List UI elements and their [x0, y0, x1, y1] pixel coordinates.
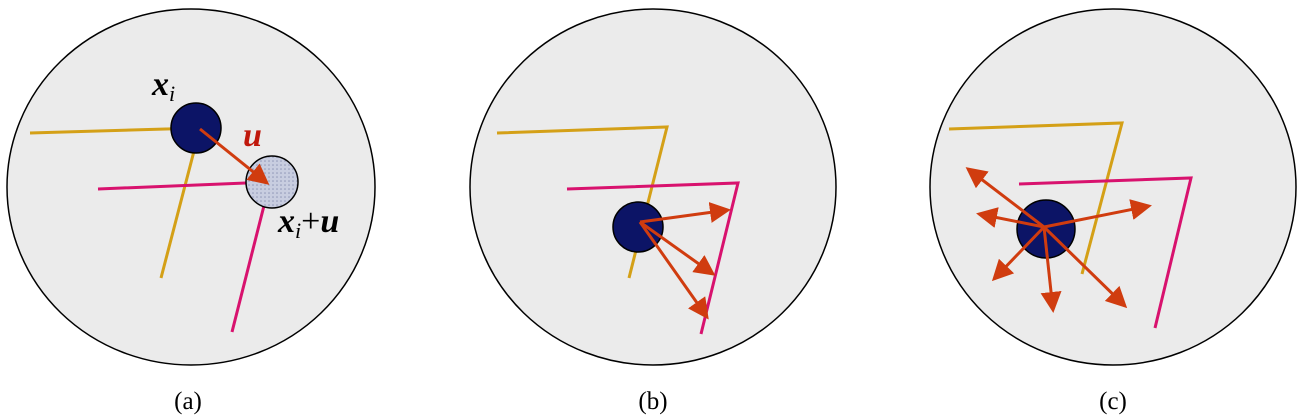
panel-a-u-label: u	[243, 117, 262, 154]
panel-a-feature-blob	[170, 102, 222, 154]
panel-c-arrow-4	[991, 225, 1046, 282]
panel-c-arrow-1	[965, 167, 1045, 229]
panel-c-magenta-edge	[1018, 176, 1193, 329]
panel-a-xi-label: xi	[151, 66, 175, 106]
panel-b-magenta-edge	[566, 181, 740, 335]
panel-b-arrow-3	[638, 221, 709, 320]
panel-a-shifted-blob	[245, 155, 299, 209]
panel-b-feature-blob	[612, 201, 664, 253]
panel-c-window	[929, 8, 1297, 366]
panel-a-caption: (a)	[174, 388, 202, 415]
panel-b: (b)	[469, 8, 837, 415]
panel-a-shifted-label: xi+u	[277, 203, 339, 243]
panel-c-arrow-6	[1042, 225, 1128, 309]
panel-c-yellow-edge	[948, 121, 1124, 275]
panel-a: xi u xi+u (a)	[6, 8, 376, 415]
panel-a-displacement-arrow	[199, 127, 270, 185]
panel-b-arrow-1	[639, 202, 731, 224]
panel-c: (c)	[929, 8, 1297, 415]
panel-c-arrow-5	[1040, 226, 1062, 313]
panel-a-window	[6, 8, 376, 366]
panel-b-caption: (b)	[638, 388, 667, 415]
panel-c-arrow-2	[976, 207, 1045, 229]
panel-b-arrow-2	[639, 220, 716, 276]
panel-c-arrow-3	[1043, 199, 1152, 229]
panel-c-caption: (c)	[1099, 388, 1127, 415]
